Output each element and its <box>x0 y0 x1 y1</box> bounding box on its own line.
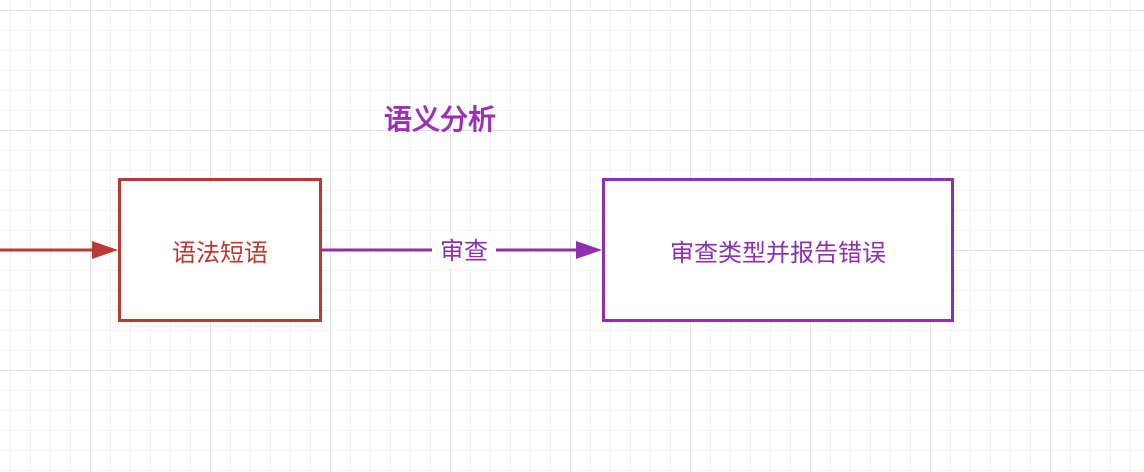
incoming-arrow-head <box>92 241 118 259</box>
edge-label-check: 审查 <box>432 234 496 268</box>
node-syntax-phrase-label: 语法短语 <box>172 238 268 267</box>
node-syntax-phrase[interactable]: 语法短语 <box>118 178 322 322</box>
check-arrow-head <box>576 241 602 259</box>
section-title: 语义分析 <box>383 103 496 136</box>
node-type-check-label: 审查类型并报告错误 <box>670 238 886 267</box>
node-type-check[interactable]: 审查类型并报告错误 <box>602 178 954 322</box>
